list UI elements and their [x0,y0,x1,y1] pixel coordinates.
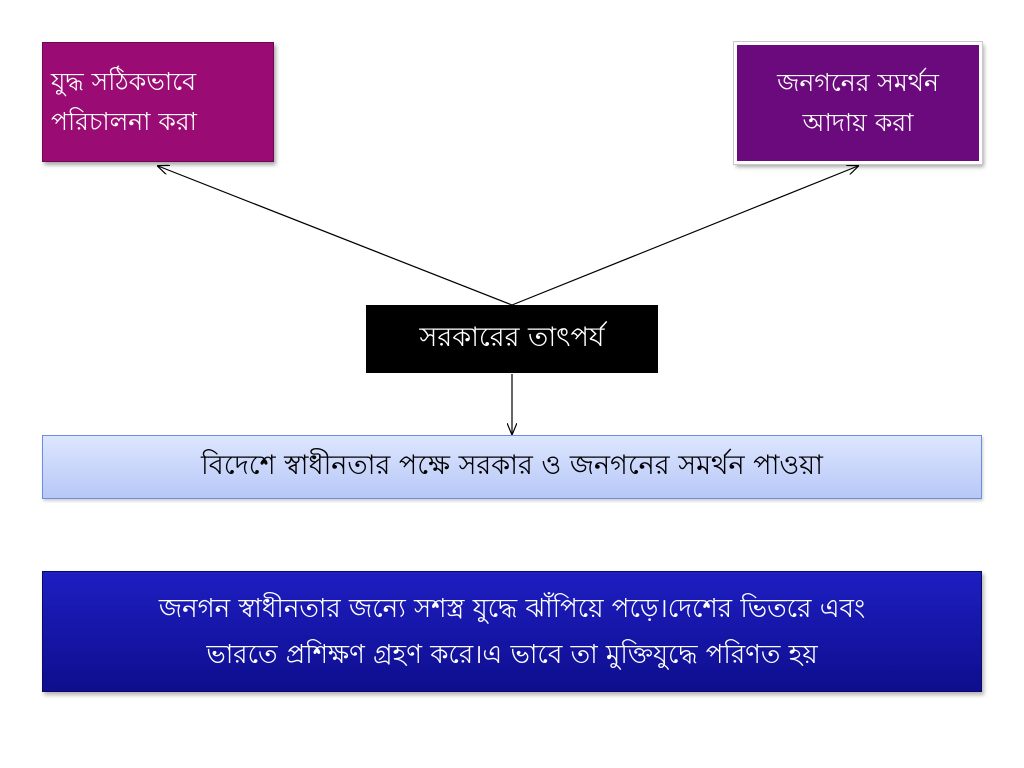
top-left-box: যুদ্ধ সঠিকভাবে পরিচালনা করা [42,42,274,162]
bottom-line-1: জনগন স্বাধীনতার জন্যে সশস্ত্র যুদ্ধে ঝাঁ… [158,593,866,624]
top-right-text: জনগনের সমর্থন আদায় করা [777,63,939,143]
bottom-box: জনগন স্বাধীনতার জন্যে সশস্ত্র যুদ্ধে ঝাঁ… [42,571,982,692]
top-left-line-2: পরিচালনা করা [51,107,197,136]
arrow-to-top-left [158,166,513,306]
top-right-box: জনগনের সমর্থন আদায় করা [733,41,983,165]
top-left-text: যুদ্ধ সঠিকভাবে পরিচালনা করা [51,62,197,142]
middle-box: বিদেশে স্বাধীনতার পক্ষে সরকার ও জনগনের স… [42,435,982,499]
center-box: সরকারের তাৎপর্য [366,305,658,373]
bottom-line-2: ভারতে প্রশিক্ষণ গ্রহণ করে।এ ভাবে তা মুক্… [206,639,818,670]
top-left-line-1: যুদ্ধ সঠিকভাবে [51,67,197,96]
top-right-line-2: আদায় করা [802,108,914,137]
center-text: সরকারের তাৎপর্য [419,321,605,353]
bottom-text: জনগন স্বাধীনতার জন্যে সশস্ত্র যুদ্ধে ঝাঁ… [159,586,865,678]
arrow-to-top-right [511,166,858,306]
middle-text: বিদেশে স্বাধীনতার পক্ষে সরকার ও জনগনের স… [200,449,824,481]
top-right-line-1: জনগনের সমর্থন [777,68,939,97]
